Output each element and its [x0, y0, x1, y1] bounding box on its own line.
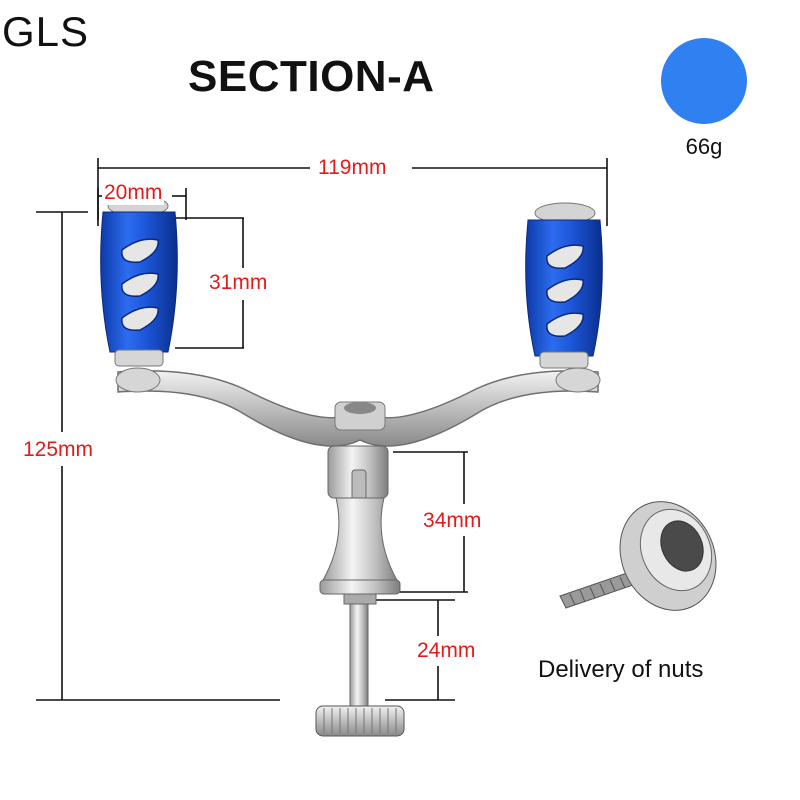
screw-rod [315, 603, 405, 737]
crank-arm [117, 370, 599, 447]
color-swatch [661, 38, 747, 124]
brand-label: GLS [2, 8, 90, 55]
dimension-knob-height: 31mm [207, 271, 270, 295]
weight-label: 66g [685, 134, 723, 159]
dimension-knob-width: 20mm [102, 181, 165, 205]
left-knob [100, 195, 178, 367]
section-title: SECTION-A [188, 52, 435, 101]
dimension-stem-height: 34mm [421, 509, 484, 533]
arm-end-left [115, 367, 161, 393]
arm-end-right [555, 367, 601, 393]
dimension-lines [36, 158, 608, 701]
dimension-width-total: 119mm [316, 156, 389, 180]
right-knob [525, 202, 603, 369]
handle-stem [319, 445, 401, 605]
nut-illustration [559, 501, 717, 611]
dimension-total-height: 125mm [21, 438, 96, 462]
dimension-screw-length: 24mm [415, 639, 478, 663]
nut-caption: Delivery of nuts [538, 656, 704, 683]
center-screw [344, 402, 376, 414]
